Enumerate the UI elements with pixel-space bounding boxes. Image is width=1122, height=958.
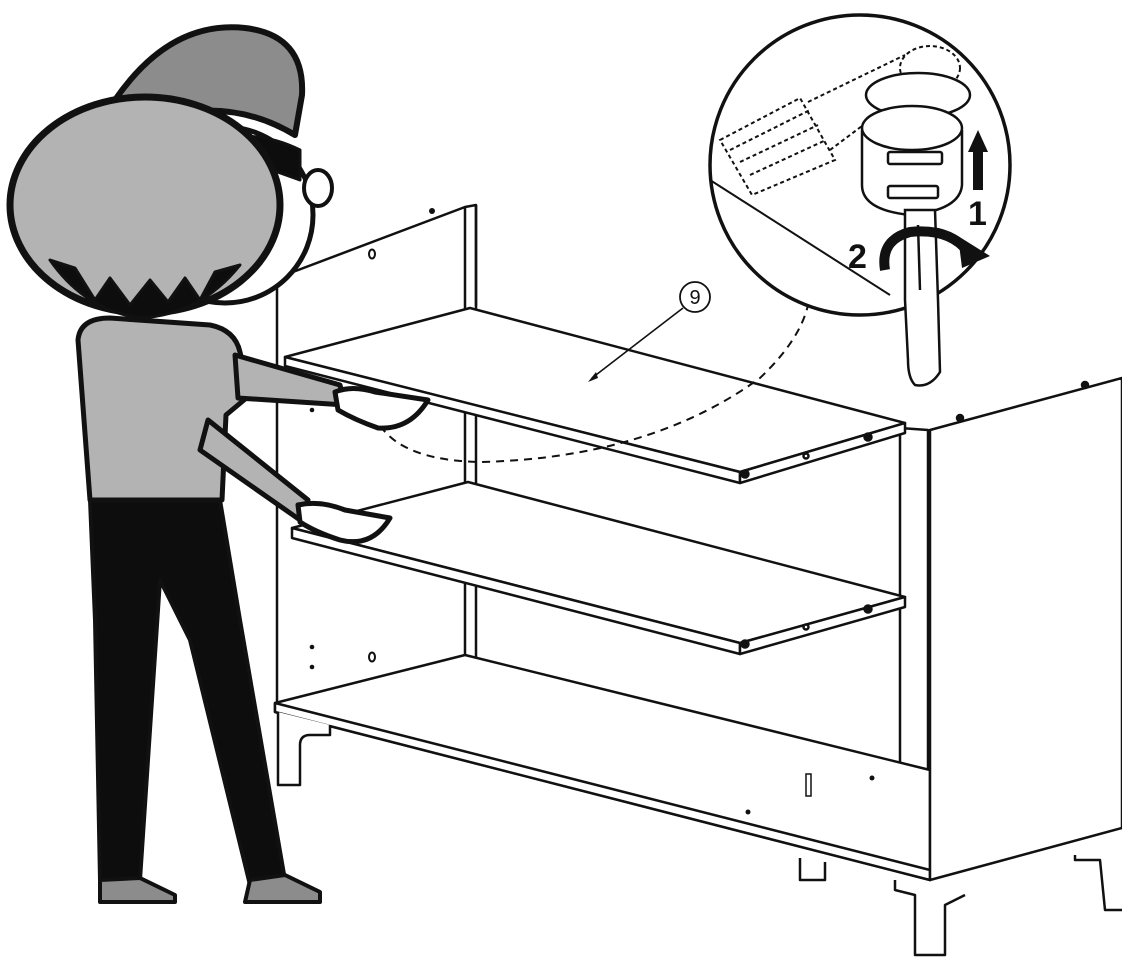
part-number: 9 — [689, 287, 700, 309]
step-2-label: 2 — [848, 238, 867, 276]
figure-shoe-right — [245, 875, 320, 902]
figure-torso — [78, 318, 250, 500]
right-unit-side — [930, 378, 1122, 880]
cabinet-right — [930, 378, 1122, 910]
figure-trousers — [90, 500, 285, 885]
figure-ear — [304, 170, 332, 206]
cam-lock-detail: 1 2 — [710, 15, 1010, 385]
figure-shoe-left — [100, 878, 175, 902]
figure-cap-brim — [10, 97, 280, 313]
step-1-label: 1 — [968, 195, 987, 233]
